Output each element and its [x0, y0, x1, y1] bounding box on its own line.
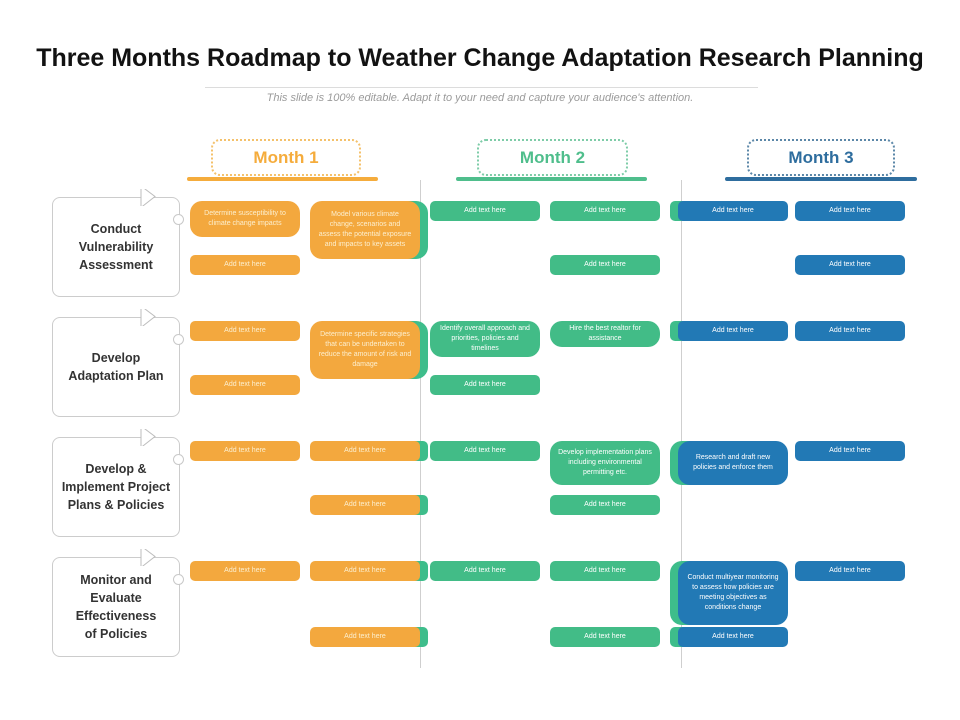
roadmap-box-m3a-band2-top[interactable]: Add text here [678, 321, 788, 341]
arrow-right-icon [140, 429, 156, 446]
month-3-underline [725, 177, 917, 181]
connector-dot [173, 214, 184, 225]
connector-dot [173, 574, 184, 585]
column-divider [420, 180, 421, 668]
row-label-conduct-vulnerability-assessment[interactable]: Conduct Vulnerability Assessment [52, 189, 184, 297]
roadmap-box-m2a-band1-top[interactable]: Add text here [430, 201, 540, 221]
row-label-text: Monitor and Evaluate Effectiveness of Po… [75, 572, 157, 642]
roadmap-box-m2a-band2-bottom[interactable]: Add text here [430, 375, 540, 395]
roadmap-box-m2b-band4-bottom[interactable]: Add text here [550, 627, 660, 647]
title-divider [205, 87, 758, 88]
arrow-right-icon [140, 189, 156, 206]
connector-dot [173, 454, 184, 465]
roadmap-box-m3a-band1-top[interactable]: Add text here [678, 201, 788, 221]
month-3-header[interactable]: Month 3 [747, 139, 895, 176]
month-1-header[interactable]: Month 1 [211, 139, 361, 176]
roadmap-box-m3b-band1-bottom[interactable]: Add text here [795, 255, 905, 275]
roadmap-box-m1a-band2-top[interactable]: Add text here [190, 321, 300, 341]
roadmap-box-m2a-band2-top[interactable]: Identify overall approach and priorities… [430, 321, 540, 357]
roadmap-box-m2a-band3-top[interactable]: Add text here [430, 441, 540, 461]
roadmap-box-m2b-band3-bottom[interactable]: Add text here [550, 495, 660, 515]
row-label-develop-adaptation-plan[interactable]: Develop Adaptation Plan [52, 309, 184, 417]
roadmap-box-m2b-band3-top[interactable]: Develop implementation plans including e… [550, 441, 660, 485]
month-2-header[interactable]: Month 2 [477, 139, 628, 176]
row-label-text: Develop & Implement Project Plans & Poli… [61, 461, 171, 513]
roadmap-box-m2a-band4-top[interactable]: Add text here [430, 561, 540, 581]
roadmap-box-m1b-band4-top[interactable]: Add text here [310, 561, 420, 581]
roadmap-box-m1b-band1-top[interactable]: Model various climate change, scenarios … [310, 201, 420, 259]
roadmap-box-m3b-band4-top[interactable]: Add text here [795, 561, 905, 581]
roadmap-box-m3a-band4-bottom[interactable]: Add text here [678, 627, 788, 647]
roadmap-box-m3a-band3-top[interactable]: Research and draft new policies and enfo… [678, 441, 788, 485]
roadmap-box-m1b-band3-bottom[interactable]: Add text here [310, 495, 420, 515]
row-label-text: Develop Adaptation Plan [68, 350, 164, 383]
roadmap-box-m1b-band2-top[interactable]: Determine specific strategies that can b… [310, 321, 420, 379]
connector-dot [173, 334, 184, 345]
roadmap-box-m3a-band4-top[interactable]: Conduct multiyear monitoring to assess h… [678, 561, 788, 625]
roadmap-box-m3b-band3-top[interactable]: Add text here [795, 441, 905, 461]
roadmap-box-m2b-band4-top[interactable]: Add text here [550, 561, 660, 581]
row-label-monitor-evaluate-policies[interactable]: Monitor and Evaluate Effectiveness of Po… [52, 549, 184, 657]
row-label-develop-implement-project-plans[interactable]: Develop & Implement Project Plans & Poli… [52, 429, 184, 537]
column-divider [681, 180, 682, 668]
slide-subtitle: This slide is 100% editable. Adapt it to… [266, 92, 694, 104]
roadmap-box-m1a-band1-bottom[interactable]: Add text here [190, 255, 300, 275]
roadmap-box-m2b-band1-top[interactable]: Add text here [550, 201, 660, 221]
roadmap-box-m1b-band3-top[interactable]: Add text here [310, 441, 420, 461]
roadmap-box-m3b-band2-top[interactable]: Add text here [795, 321, 905, 341]
roadmap-box-m1a-band3-top[interactable]: Add text here [190, 441, 300, 461]
month-1-underline [187, 177, 378, 181]
month-2-underline [456, 177, 647, 181]
roadmap-box-m3b-band1-top[interactable]: Add text here [795, 201, 905, 221]
arrow-right-icon [140, 309, 156, 326]
roadmap-box-m2b-band1-bottom[interactable]: Add text here [550, 255, 660, 275]
roadmap-box-m1a-band2-bottom[interactable]: Add text here [190, 375, 300, 395]
roadmap-box-m2b-band2-top[interactable]: Hire the best realtor for assistance [550, 321, 660, 347]
page-title: Three Months Roadmap to Weather Change A… [36, 44, 924, 72]
roadmap-box-m1a-band4-top[interactable]: Add text here [190, 561, 300, 581]
roadmap-box-m1b-band4-bottom[interactable]: Add text here [310, 627, 420, 647]
roadmap-box-m1a-band1-top[interactable]: Determine susceptibility to climate chan… [190, 201, 300, 237]
arrow-right-icon [140, 549, 156, 566]
row-label-text: Conduct Vulnerability Assessment [78, 221, 154, 273]
